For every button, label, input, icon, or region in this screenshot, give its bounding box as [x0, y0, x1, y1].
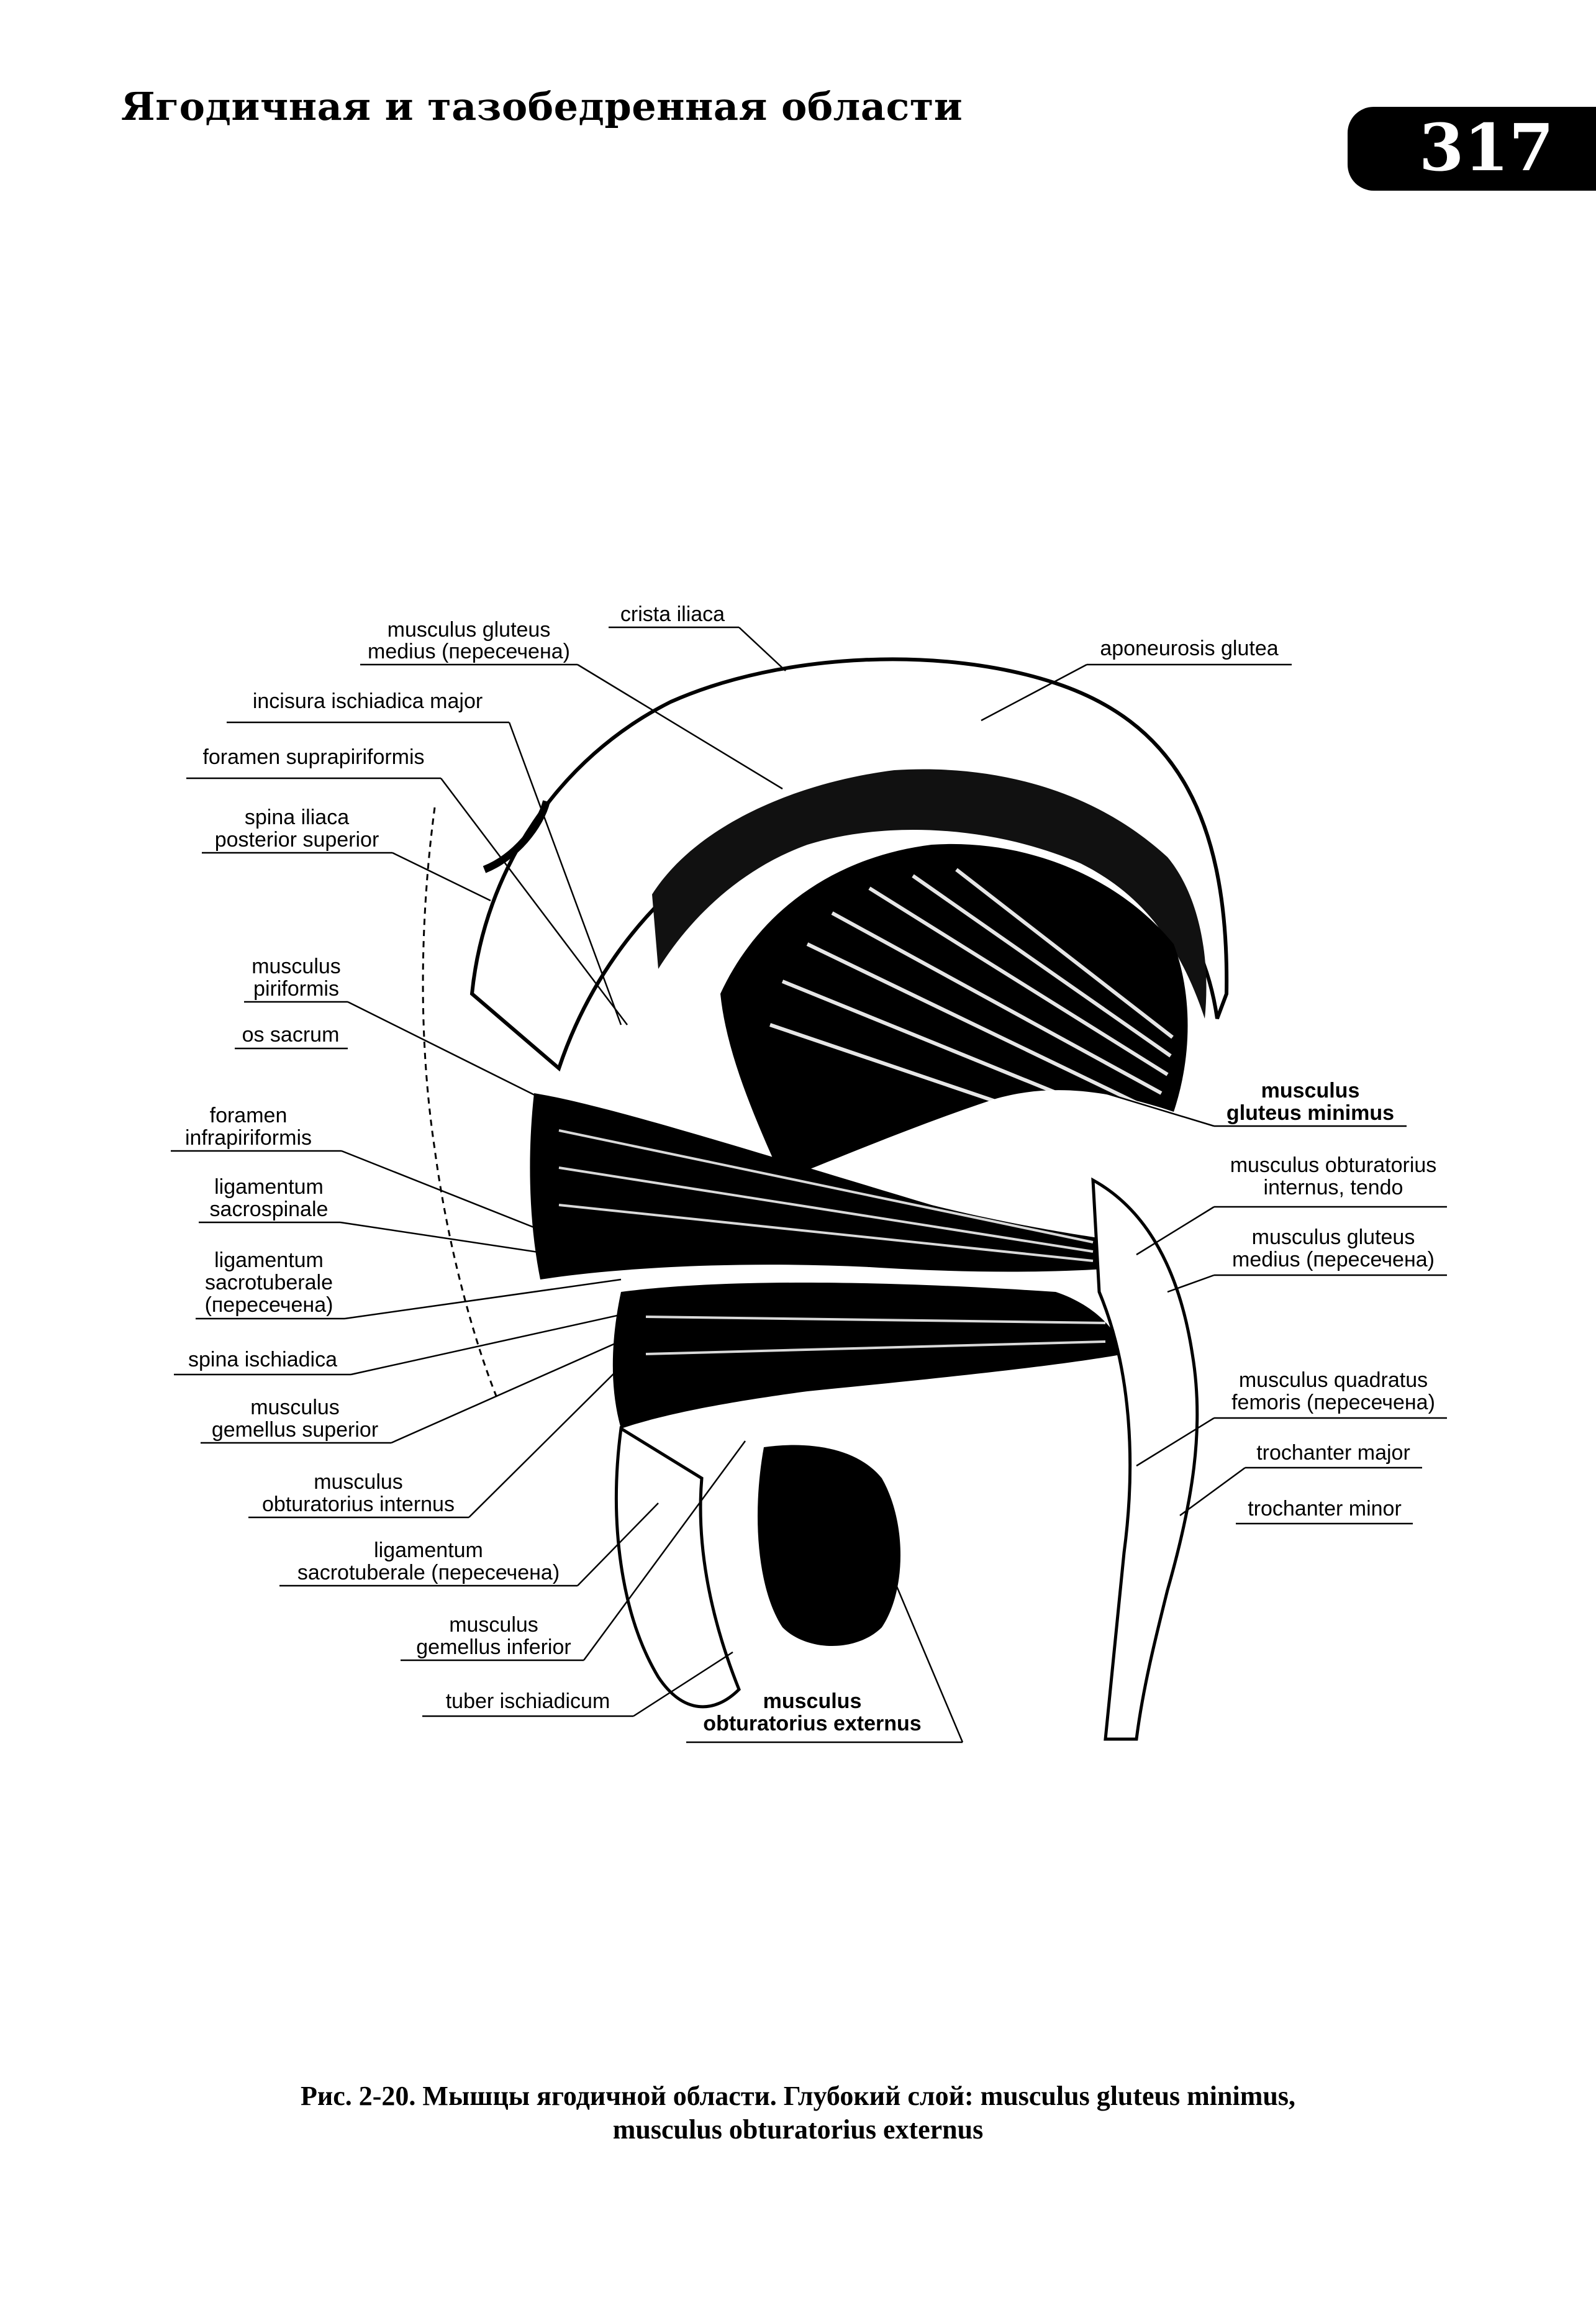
label-obturatorius-internus-tendo-2: internus, tendo: [1264, 1176, 1403, 1199]
label-os-sacrum: os sacrum: [242, 1023, 340, 1047]
label-aponeurosis-glutea: aponeurosis glutea: [1100, 637, 1278, 660]
page-number: 317: [1419, 109, 1554, 186]
page-number-tab: [1348, 107, 1596, 191]
label-obturatorius-externus-2: obturatorius externus: [703, 1712, 921, 1735]
caption-line-2: musculus obturatorius externus: [612, 2114, 984, 2145]
anatomy-drawing: [422, 657, 1229, 1741]
label-gluteus-minimus: musculus: [1261, 1079, 1360, 1102]
label-spina-ischiadica: spina ischiadica: [188, 1348, 337, 1371]
label-piriformis: musculus: [252, 955, 341, 978]
label-lig-sacrospinale-2: sacrospinale: [210, 1198, 329, 1221]
label-lig-sacrotuberale-bottom: ligamentum: [374, 1539, 483, 1562]
label-gluteus-medius-top: musculus gluteus: [388, 618, 551, 642]
label-foramen-infrapiriformis-2: infrapiriformis: [185, 1126, 312, 1150]
label-gluteus-minimus-2: gluteus minimus: [1226, 1101, 1394, 1125]
label-lig-sacrotuberale-left-3: (пересечена): [205, 1293, 333, 1317]
label-gemellus-inferior-2: gemellus inferior: [416, 1635, 571, 1659]
label-obturatorius-externus: musculus: [763, 1689, 862, 1713]
label-gemellus-superior: musculus: [250, 1396, 340, 1419]
figure-caption: Рис. 2-20. Мышцы ягодичной области. Глуб…: [0, 2079, 1596, 2147]
label-obturatorius-internus-2: obturatorius internus: [262, 1493, 455, 1516]
label-spina-iliaca-ps: spina iliaca: [245, 806, 349, 829]
label-incisura-ischiadica-major: incisura ischiadica major: [253, 689, 483, 713]
label-tuber-ischiadicum: tuber ischiadicum: [446, 1689, 610, 1713]
label-lig-sacrotuberale-left-2: sacrotuberale: [205, 1271, 333, 1294]
label-gluteus-medius-top-2: medius (пересечена): [368, 640, 570, 663]
label-foramen-infrapiriformis: foramen: [210, 1104, 288, 1127]
label-gluteus-medius-right-2: medius (пересечена): [1232, 1248, 1435, 1271]
page-header-title: Ягодичная и тазобедренная области: [121, 84, 963, 129]
label-gemellus-superior-2: gemellus superior: [212, 1418, 378, 1442]
label-obturatorius-internus: musculus: [314, 1470, 403, 1494]
caption-line-1: Рис. 2-20. Мышцы ягодичной области. Глуб…: [301, 2081, 1295, 2111]
label-spina-iliaca-ps-2: posterior superior: [215, 828, 379, 852]
figure-labels: musculus gluteus medius (пересечена) cri…: [185, 602, 1436, 1735]
label-lig-sacrospinale: ligamentum: [214, 1175, 324, 1199]
label-gluteus-medius-right: musculus gluteus: [1252, 1225, 1415, 1249]
label-quadratus-femoris-2: femoris (пересечена): [1231, 1391, 1435, 1414]
label-lig-sacrotuberale-bottom-2: sacrotuberale (пересечена): [297, 1561, 560, 1584]
label-quadratus-femoris: musculus quadratus: [1239, 1368, 1428, 1392]
label-piriformis-2: piriformis: [253, 977, 339, 1001]
label-lig-sacrotuberale-left: ligamentum: [214, 1248, 324, 1272]
label-crista-iliaca: crista iliaca: [620, 602, 725, 626]
label-trochanter-minor: trochanter minor: [1248, 1497, 1402, 1520]
leader-lines: [171, 626, 1447, 1743]
label-trochanter-major: trochanter major: [1256, 1441, 1410, 1465]
label-gemellus-inferior: musculus: [449, 1613, 538, 1637]
label-obturatorius-internus-tendo: musculus obturatorius: [1230, 1153, 1437, 1177]
label-foramen-suprapiriformis: foramen suprapiriformis: [202, 745, 424, 769]
